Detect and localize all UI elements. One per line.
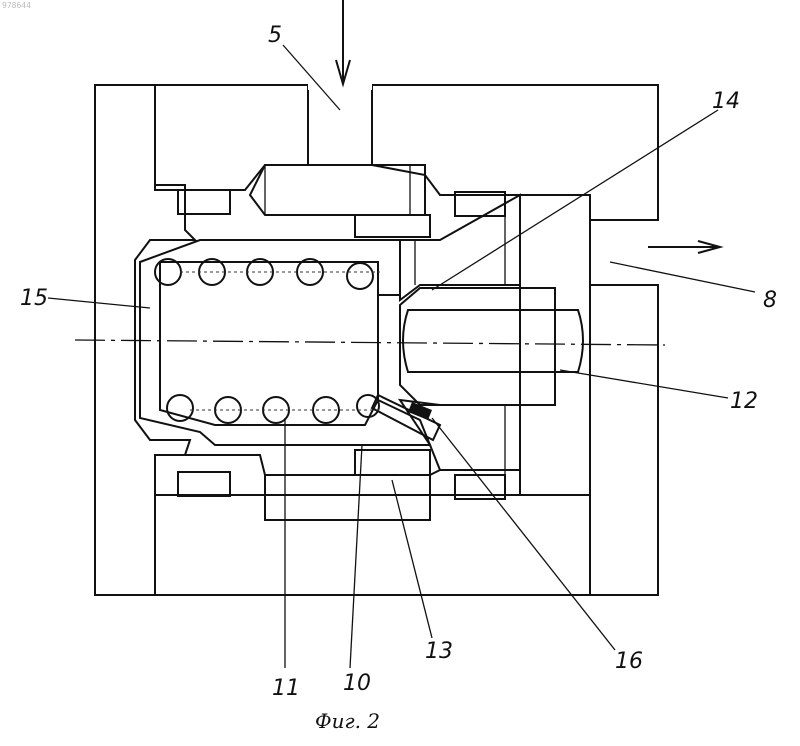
label-13: 13 <box>425 639 453 664</box>
label-14: 14 <box>712 89 740 114</box>
housing-body <box>95 85 658 595</box>
label-8: 8 <box>763 288 777 313</box>
center-axis-line <box>75 340 665 345</box>
corner-mark: 978644 <box>2 1 31 10</box>
label-12: 12 <box>730 389 758 414</box>
label-10: 10 <box>343 671 371 696</box>
piston-spool <box>140 195 520 470</box>
inlet-arrow <box>336 0 350 84</box>
label-11: 11 <box>272 676 300 701</box>
seal-rings <box>178 190 505 499</box>
label-5: 5 <box>268 23 282 48</box>
label-15: 15 <box>20 286 48 311</box>
label-16: 16 <box>615 649 643 674</box>
figure-caption: Фиг. 2 <box>315 709 380 733</box>
